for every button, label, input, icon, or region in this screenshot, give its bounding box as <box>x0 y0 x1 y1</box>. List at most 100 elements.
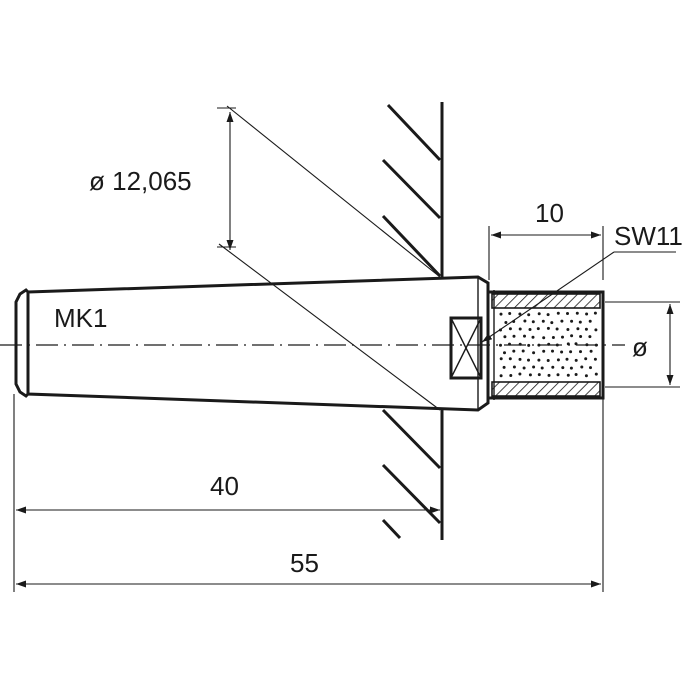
wrench-flat <box>449 316 483 380</box>
stipple-dot <box>503 351 506 355</box>
stipple-dot <box>546 326 550 330</box>
hex-length-label: 10 <box>535 198 564 228</box>
stipple-dot <box>551 365 555 369</box>
hex-length-dimension: 10 <box>488 198 604 280</box>
shank-length-label: 40 <box>210 471 239 501</box>
stipple-dot <box>556 358 560 362</box>
stipple-dot <box>518 357 522 361</box>
stipple-dot <box>570 319 574 323</box>
stipple-dot <box>523 334 526 338</box>
stipple-dot <box>523 319 527 323</box>
stipple-dot <box>542 336 546 340</box>
wrench-size-callout: SW11 <box>481 221 683 343</box>
stipple-dot <box>499 312 503 316</box>
section-lines <box>218 105 441 411</box>
stipple-dot <box>555 327 559 331</box>
stipple-dot <box>509 374 513 377</box>
stipple-dot <box>537 343 541 347</box>
stipple-dot <box>546 359 550 362</box>
stipple-dot <box>537 358 541 362</box>
stipple-dot <box>594 328 598 332</box>
stipple-dot <box>578 320 582 324</box>
stipple-dot <box>537 312 541 316</box>
stipple-dot <box>499 357 503 361</box>
stipple-dot <box>504 321 508 324</box>
taper-diameter-dimension: ø 12,065 <box>89 107 236 250</box>
stipple-dot <box>584 327 588 331</box>
stipple-dot <box>575 311 579 315</box>
stipple-dot <box>503 335 507 339</box>
stipple-dot <box>566 312 569 315</box>
stipple-dot <box>531 320 535 324</box>
stipple-dot <box>566 328 570 331</box>
stipple-dot <box>551 349 554 353</box>
stipple-dot <box>536 327 540 331</box>
stipple-dot <box>561 366 565 370</box>
stipple-dot <box>569 350 573 354</box>
stipple-dot <box>570 334 574 338</box>
stipple-dot <box>518 327 522 331</box>
stipple-dot <box>512 349 516 353</box>
stipple-dot <box>588 335 592 339</box>
stipple-dot <box>537 373 541 377</box>
stipple-dot <box>532 351 536 355</box>
stipple-dot <box>580 365 584 369</box>
stipple-dot <box>560 319 564 323</box>
overall-length-label: 55 <box>290 548 319 578</box>
stipple-dot <box>521 349 525 353</box>
stipple-dot <box>531 335 535 339</box>
wall-hatching <box>381 103 442 540</box>
stipple-dot <box>556 373 560 377</box>
stipple-dot <box>569 366 573 370</box>
bore-diameter-dimension: ø <box>605 301 680 388</box>
stipple-dot <box>528 373 532 377</box>
stipple-dot <box>584 374 588 378</box>
stipple-dot <box>527 358 530 362</box>
stipple-dot <box>576 327 580 331</box>
bore-diameter-label: ø <box>632 332 648 362</box>
shank-length-dimension: 40 <box>13 394 440 592</box>
stipple-dot <box>550 321 554 325</box>
stipple-dot <box>502 365 506 369</box>
stipple-dot <box>589 366 592 370</box>
stipple-dot <box>566 373 570 377</box>
stipple-dot <box>528 328 532 331</box>
stipple-dot <box>547 373 551 377</box>
stipple-dot <box>574 373 578 376</box>
stipple-dot <box>565 357 569 361</box>
stipple-dot <box>589 349 593 353</box>
taper-diameter-label: ø 12,065 <box>89 166 192 196</box>
stipple-dot <box>551 336 555 339</box>
stipple-dot <box>585 312 589 316</box>
stipple-dot <box>593 311 597 315</box>
part-label: MK1 <box>54 303 107 333</box>
stipple-dot <box>541 319 545 323</box>
stipple-dot <box>518 372 522 376</box>
stipple-dot <box>560 350 564 354</box>
stipple-dot <box>508 357 512 361</box>
stipple-dot <box>508 312 512 315</box>
taper-shank <box>14 275 490 412</box>
stipple-dot <box>508 327 512 331</box>
stipple-dot <box>584 357 588 361</box>
collet-section <box>486 290 605 400</box>
stipple-dot <box>594 372 598 376</box>
overall-length-dimension: 55 <box>16 398 604 592</box>
stipple-dot <box>499 374 503 378</box>
stipple-dot <box>499 343 502 347</box>
stipple-dot <box>512 334 516 338</box>
stipple-dot <box>593 357 597 361</box>
wrench-size-label: SW11 <box>614 221 683 251</box>
stipple-dot <box>561 335 564 339</box>
stipple-dot <box>527 343 531 347</box>
stipple-dot <box>527 313 531 317</box>
stipple-dot <box>579 335 583 338</box>
stipple-dot <box>522 366 526 370</box>
stipple-dot <box>542 349 546 353</box>
bore-dot-fill <box>499 311 598 378</box>
stipple-dot <box>556 311 560 315</box>
stipple-dot <box>540 366 544 370</box>
stipple-dot <box>532 365 536 369</box>
stipple-dot <box>546 313 550 317</box>
